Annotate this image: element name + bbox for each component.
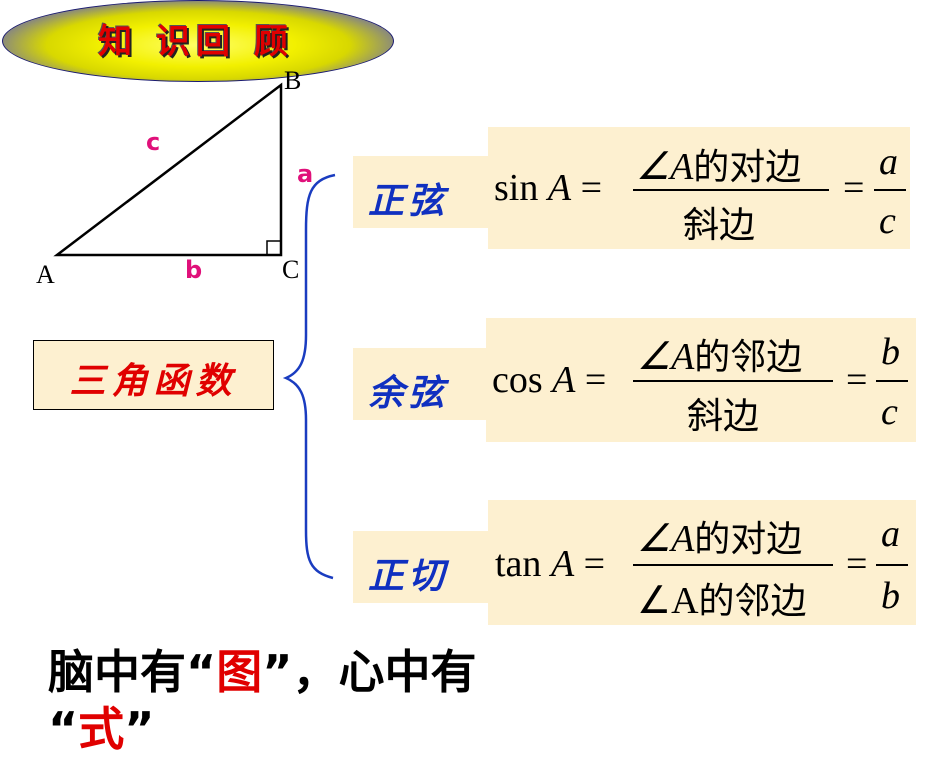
side-b-label: b [185,256,203,284]
sine-numerator: ∠A的对边 [636,146,802,188]
triangle-diagram [53,82,336,580]
tangent-result-num: a [881,513,900,555]
sine-name: 正弦 [368,180,449,222]
side-a-label: a [297,160,314,188]
sine-lhs: sin A = [494,167,603,209]
vertex-a-label: A [36,260,55,289]
motto-line-2-pre: “ [48,702,79,756]
motto-line-2-post: ” [124,702,155,756]
sine-result-den: c [879,200,896,242]
cosine-name-box [353,348,486,420]
sine-result-bar [874,189,906,191]
cosine-result-den: c [881,391,898,433]
tangent-numerator: ∠A的对边 [637,518,803,560]
motto-line-1-pre: 脑中有“ [48,645,217,699]
motto-line-1-post: ”，心中有 [262,645,477,699]
cosine-numerator: ∠A的邻边 [637,336,803,378]
category-label: 三角函数 [69,360,238,402]
motto-line-2: “式” [48,693,154,759]
cosine-result-num: b [881,331,900,373]
sine-result-num: a [879,141,898,183]
tangent-name-box [353,531,488,603]
sine-name-box [353,156,488,228]
right-triangle [53,82,283,257]
curly-brace [282,173,336,580]
vertex-b-label: B [284,66,302,95]
sine-formula-box [488,127,910,249]
tangent-name: 正切 [368,555,449,597]
cosine-lhs: cos A = [492,359,607,401]
motto-line-2-red: 式 [78,702,125,756]
motto-line-1: 脑中有“图”，心中有 [48,636,476,702]
tangent-fraction-bar [633,564,833,566]
cosine-equals: = [846,359,868,401]
cosine-fraction-bar [633,380,833,382]
motto-line-1-red: 图 [216,645,263,699]
tangent-result-bar [876,564,908,566]
side-c-label: c [146,128,161,156]
cosine-name: 余弦 [368,372,449,414]
tangent-lhs: tan A = [495,543,606,585]
right-angle-mark [266,240,282,256]
page-title: 知 识回 顾 [98,22,294,62]
tangent-formula-box [488,500,916,625]
sine-denominator: 斜边 [683,205,756,246]
sine-fraction-bar [633,189,829,191]
tangent-equals: = [846,543,868,585]
category-box [33,340,274,410]
sine-equals: = [843,167,865,209]
title-badge [2,0,394,82]
vertex-c-label: C [282,255,300,284]
tangent-denominator: ∠A的邻边 [637,580,807,622]
cosine-result-bar [876,380,908,382]
tangent-result-den: b [881,575,900,617]
cosine-denominator: 斜边 [687,396,760,437]
